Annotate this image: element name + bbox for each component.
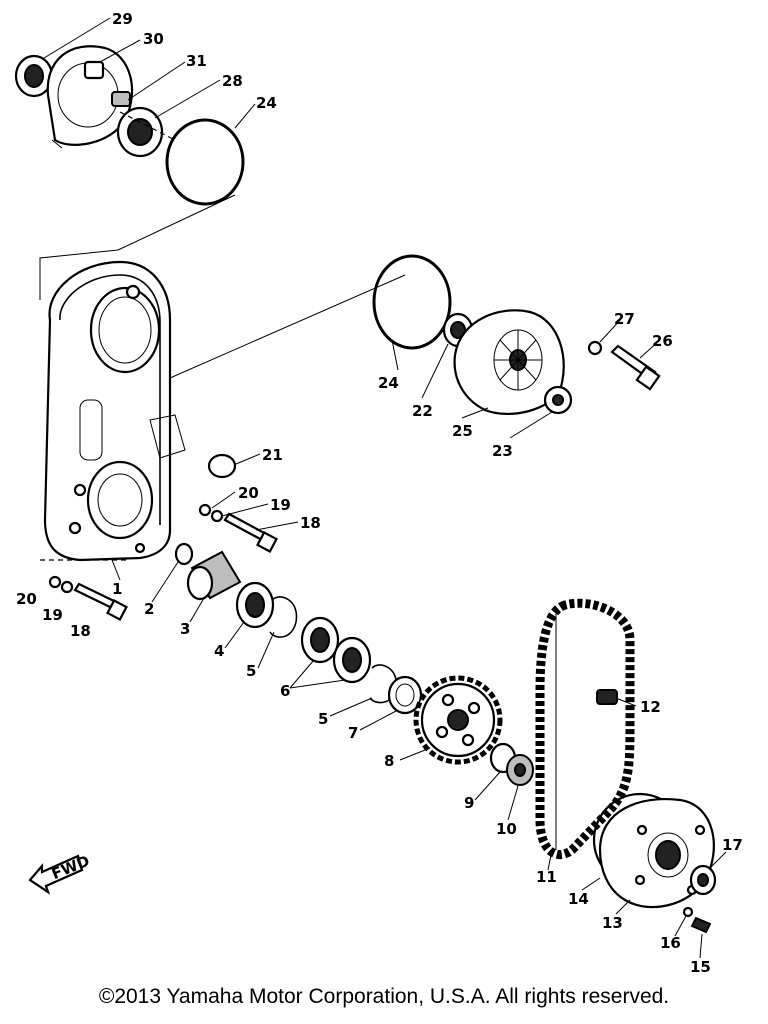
callout-8: 8 bbox=[384, 752, 394, 770]
callout-11: 11 bbox=[536, 868, 557, 886]
callout-1: 1 bbox=[112, 580, 122, 598]
callout-24-right: 24 bbox=[378, 374, 399, 392]
callout-labels: 29 30 31 28 24 24 27 26 22 25 23 21 20 1… bbox=[16, 10, 743, 976]
fastener-set-upper bbox=[198, 453, 278, 553]
fwd-label: FWD bbox=[49, 852, 92, 883]
callout-28: 28 bbox=[222, 72, 243, 90]
callout-6: 6 bbox=[280, 682, 290, 700]
callout-7: 7 bbox=[348, 724, 358, 742]
callout-20-lower: 20 bbox=[16, 590, 37, 608]
callout-4: 4 bbox=[214, 642, 224, 660]
callout-15: 15 bbox=[690, 958, 711, 976]
callout-30: 30 bbox=[143, 30, 164, 48]
callout-23: 23 bbox=[492, 442, 513, 460]
callout-16: 16 bbox=[660, 934, 681, 952]
copyright-notice: ©2013 Yamaha Motor Corporation, U.S.A. A… bbox=[98, 985, 670, 1008]
callout-12: 12 bbox=[640, 698, 661, 716]
callout-13: 13 bbox=[602, 914, 623, 932]
callout-24-top: 24 bbox=[256, 94, 277, 112]
callout-2: 2 bbox=[144, 600, 154, 618]
chain-case-housing bbox=[39, 194, 406, 562]
callout-19-upper: 19 bbox=[270, 496, 291, 514]
callout-19-lower: 19 bbox=[42, 606, 63, 624]
right-cover-assembly bbox=[372, 254, 661, 415]
callout-5-upper: 5 bbox=[246, 662, 256, 680]
callout-9: 9 bbox=[464, 794, 474, 812]
shaft-components bbox=[174, 542, 423, 715]
bearing-cover-assembly bbox=[14, 45, 245, 206]
callout-17: 17 bbox=[722, 836, 743, 854]
callout-14: 14 bbox=[568, 890, 589, 908]
callout-5-lower: 5 bbox=[318, 710, 328, 728]
callout-22: 22 bbox=[412, 402, 433, 420]
callout-3: 3 bbox=[180, 620, 190, 638]
callout-20-upper: 20 bbox=[238, 484, 259, 502]
callout-21: 21 bbox=[262, 446, 283, 464]
drive-chain bbox=[535, 598, 635, 860]
callout-31: 31 bbox=[186, 52, 207, 70]
fastener-set-lower bbox=[48, 575, 128, 621]
callout-18-lower: 18 bbox=[70, 622, 91, 640]
callout-10: 10 bbox=[496, 820, 517, 838]
driven-plate-assembly bbox=[592, 792, 717, 934]
forward-direction-arrow: FWD bbox=[28, 852, 92, 895]
callout-18-upper: 18 bbox=[300, 514, 321, 532]
sprocket bbox=[413, 675, 503, 765]
callout-29: 29 bbox=[112, 10, 133, 28]
sprocket-fasteners bbox=[489, 742, 534, 786]
callout-26: 26 bbox=[652, 332, 673, 350]
leader-lines bbox=[43, 17, 727, 959]
callout-27: 27 bbox=[614, 310, 635, 328]
callout-25: 25 bbox=[452, 422, 473, 440]
